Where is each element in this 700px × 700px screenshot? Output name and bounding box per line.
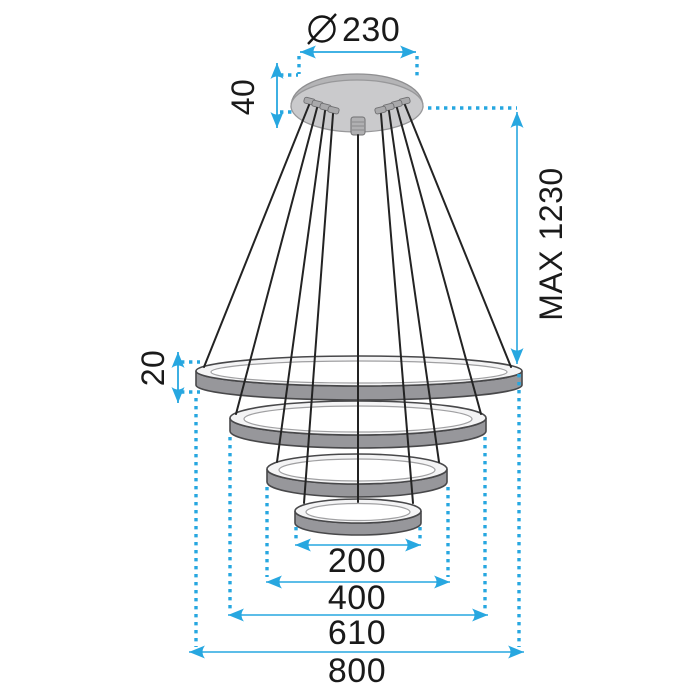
arrow-right-icon xyxy=(508,645,524,659)
central-cord-holder xyxy=(350,116,366,136)
suspension-wires xyxy=(203,104,512,504)
arrow-left-icon xyxy=(295,538,311,552)
dim-canopy-diameter xyxy=(297,45,419,76)
wire-ring400-right xyxy=(388,110,440,463)
arrow-right-icon xyxy=(434,575,450,589)
ring-diameter-400-label: 400 xyxy=(328,579,386,617)
wire-ring800-right xyxy=(404,104,512,368)
arrow-up-icon xyxy=(171,352,185,368)
ring-diameter-200-label: 200 xyxy=(328,542,386,580)
arrow-left-icon xyxy=(189,645,205,659)
wire-fittings-right xyxy=(374,96,411,115)
dimension-lines xyxy=(171,45,524,659)
dim-canopy-height xyxy=(270,63,298,128)
wire-ring400-left xyxy=(276,110,326,463)
wire-ring610-left xyxy=(235,107,318,415)
wire-ring200-right xyxy=(380,113,414,504)
wire-ring610-right xyxy=(396,107,482,415)
dim-max-suspension xyxy=(428,106,524,364)
dim-ring-800 xyxy=(189,645,524,659)
extension-lines xyxy=(194,374,521,647)
dim-ring-610 xyxy=(228,608,488,622)
arrow-down-icon xyxy=(510,348,524,364)
canopy-diameter-label: 230 xyxy=(342,11,400,49)
dim-ring-400 xyxy=(266,575,450,589)
dim-ring-200 xyxy=(295,538,421,552)
ring-thickness-label: 20 xyxy=(135,350,171,387)
arrow-up-icon xyxy=(510,112,524,128)
ring-200 xyxy=(294,498,422,536)
arrow-left-icon xyxy=(266,575,282,589)
arrow-down-icon xyxy=(270,112,284,128)
arrow-right-icon xyxy=(472,608,488,622)
arrow-right-icon xyxy=(400,45,416,59)
ring-400 xyxy=(266,453,448,498)
wire-ring800-left xyxy=(203,104,310,368)
diameter-symbol-icon xyxy=(307,13,337,45)
wire-ring200-left xyxy=(303,113,334,504)
ring-diameter-610-label: 610 xyxy=(328,614,386,652)
arrow-left-icon xyxy=(300,45,316,59)
dim-ring-thickness xyxy=(171,352,200,403)
arrow-right-icon xyxy=(405,538,421,552)
ceiling-canopy xyxy=(290,73,424,136)
ring-diameter-800-label: 800 xyxy=(328,652,386,690)
arrow-left-icon xyxy=(228,608,244,622)
canopy-height-label: 40 xyxy=(225,79,261,116)
max-height-label: MAX 1230 xyxy=(533,167,569,320)
